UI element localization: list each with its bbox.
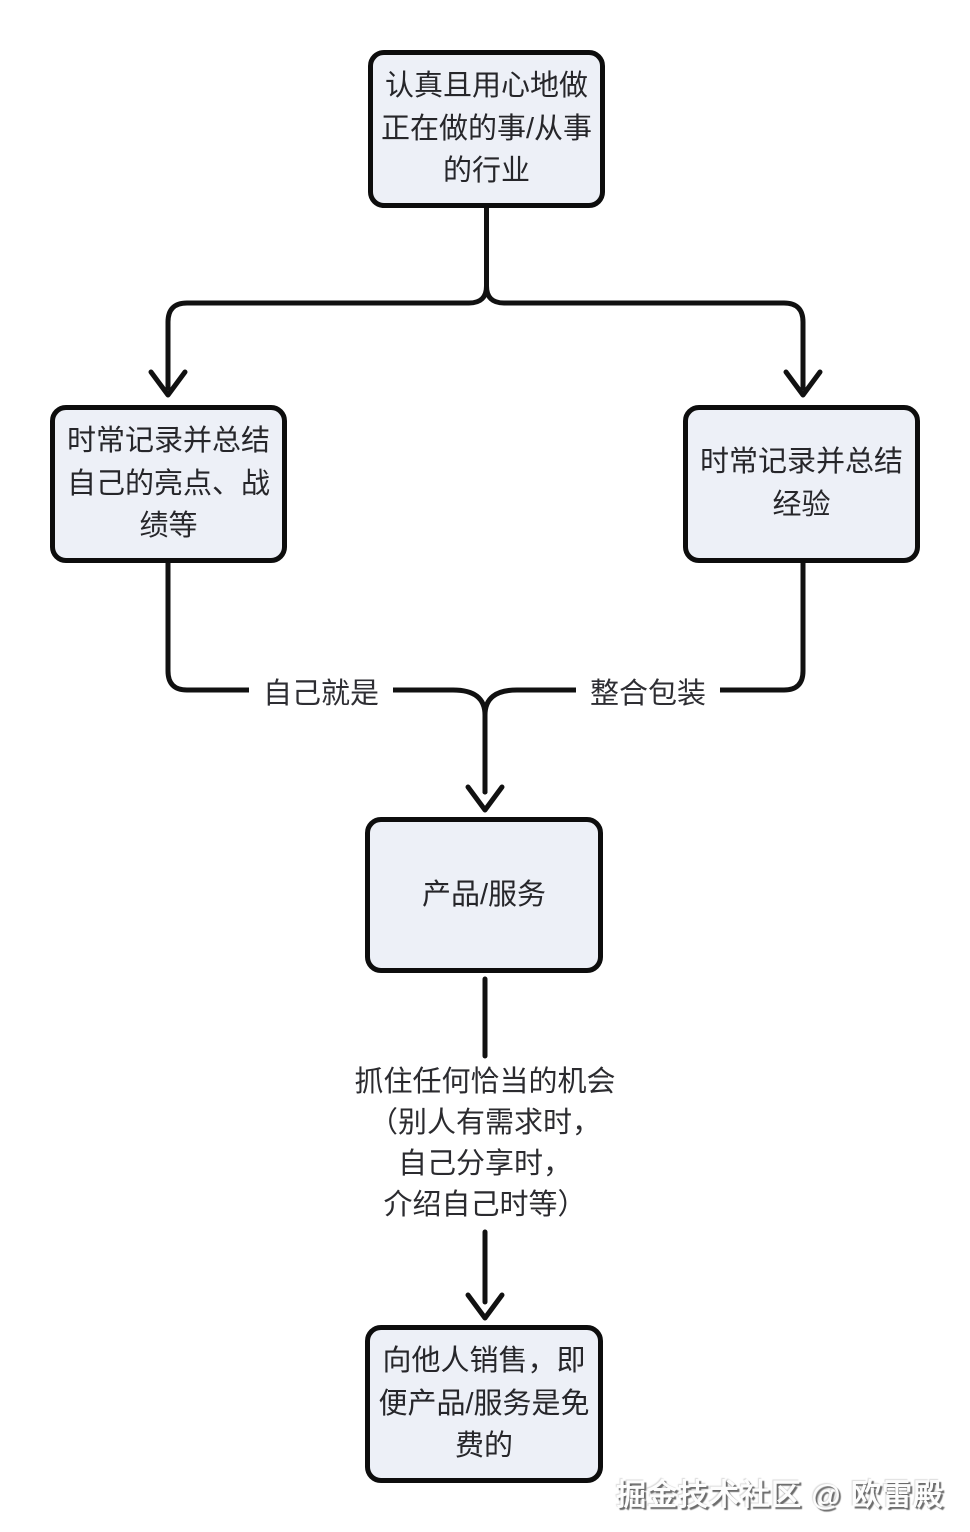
arrowhead-left-icon: [148, 369, 188, 398]
edge-top-to-left: [165, 205, 489, 391]
node-sell-to-others: 向他人销售，即 便产品/服务是免 费的: [365, 1325, 603, 1483]
node-record-experience: 时常记录并总结 经验: [683, 405, 920, 563]
node-product-service: 产品/服务: [365, 817, 603, 973]
watermark: 掘金技术社区 @ 欧雷殿: [616, 1479, 944, 1512]
node-do-current-work-seriously: 认真且用心地做 正在做的事/从事 的行业: [368, 50, 605, 208]
edge-top-to-right: [484, 205, 806, 391]
arrowhead-middle-icon: [465, 784, 505, 813]
arrowhead-bottom-icon: [465, 1292, 505, 1321]
node-record-highlights: 时常记录并总结 自己的亮点、战 绩等: [50, 405, 287, 563]
annotation-seize-opportunities: 抓住任何恰当的机会 （别人有需求时， 自己分享时， 介绍自己时等）: [354, 1066, 616, 1221]
arrowhead-right-icon: [783, 369, 823, 398]
edge-label-integrate-package: 整合包装: [575, 668, 721, 714]
edge-label-self-is: 自己就是: [248, 668, 394, 714]
